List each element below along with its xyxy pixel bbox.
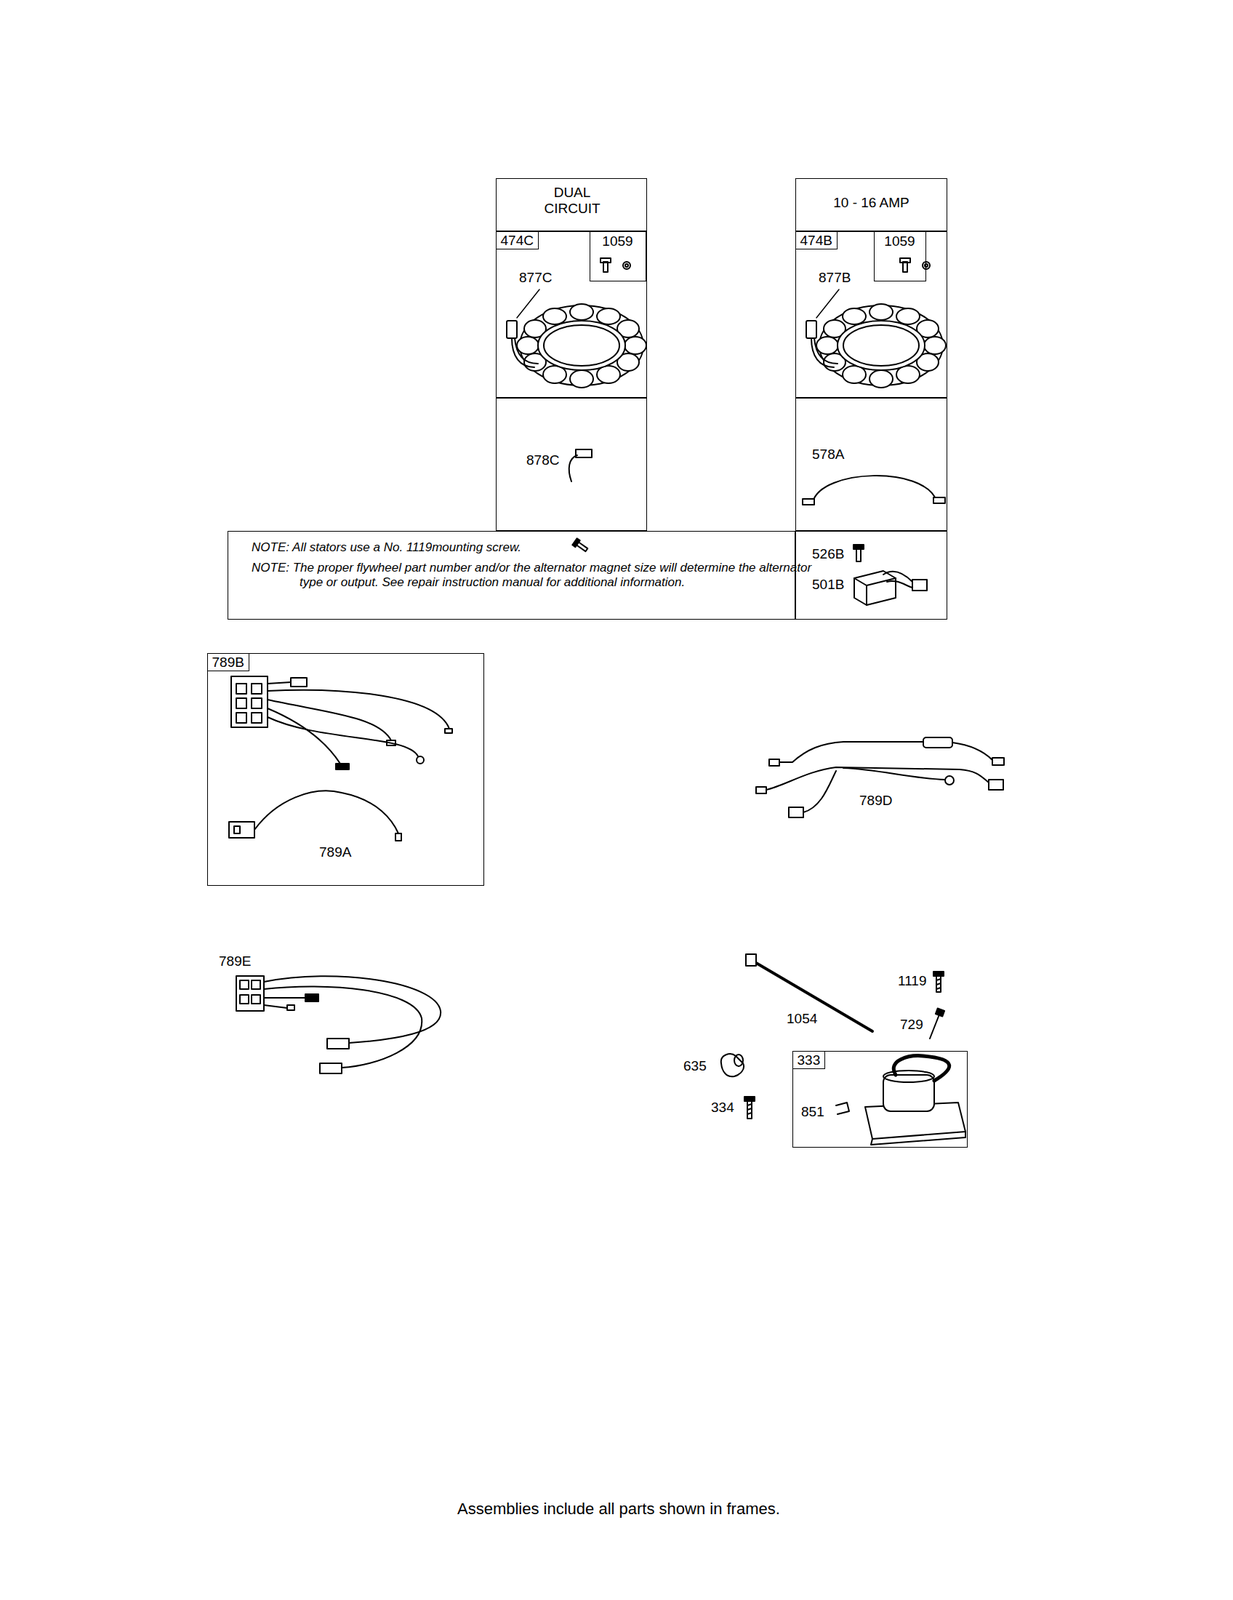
callout-number: 526B bbox=[812, 545, 845, 562]
assembly-number: 789B bbox=[207, 652, 250, 672]
column-header: DUAL CIRCUIT bbox=[495, 178, 648, 232]
note-box: NOTE: All stators use a No. 1119mounting… bbox=[227, 530, 796, 620]
assembly-frame: 474B 877B 1059 bbox=[795, 231, 948, 398]
wire-lead-illustration bbox=[569, 449, 592, 482]
callout-number: 878C bbox=[526, 452, 560, 469]
callout-number: 501B bbox=[812, 576, 845, 593]
stator-illustration bbox=[506, 258, 647, 388]
callout-number: 789D bbox=[857, 792, 894, 809]
callout-number: 877B bbox=[818, 269, 851, 286]
assembly-number: 1059 bbox=[590, 233, 646, 250]
screw-icon bbox=[933, 971, 944, 992]
regulator-illustration bbox=[853, 544, 927, 605]
assembly-frame: 474C 877C 1059 bbox=[495, 231, 648, 398]
assembly-number: 474B bbox=[795, 231, 838, 251]
callout-number: 635 bbox=[681, 1057, 709, 1074]
cable-tie-illustration bbox=[745, 953, 873, 1031]
header-text: DUAL CIRCUIT bbox=[535, 184, 609, 217]
callout-number: 1054 bbox=[785, 1010, 819, 1027]
part-cell: 578A bbox=[795, 397, 948, 531]
stator-illustration bbox=[806, 258, 946, 388]
screw-icon bbox=[572, 537, 589, 553]
callout-number: 877C bbox=[519, 269, 552, 286]
harness-illustration bbox=[236, 975, 441, 1074]
callout-number: 789A bbox=[319, 844, 352, 861]
part-cell: 526B 501B bbox=[795, 530, 948, 620]
callout-number: 789E bbox=[217, 953, 253, 970]
callout-number: 851 bbox=[801, 1103, 825, 1120]
hardware-frame: 1059 bbox=[873, 231, 927, 282]
screw-icon bbox=[744, 1096, 755, 1119]
note-text: NOTE: The proper flywheel part number an… bbox=[251, 560, 823, 591]
callout-number: 578A bbox=[812, 446, 845, 463]
callout-number: 729 bbox=[898, 1016, 925, 1033]
screw-icon bbox=[929, 1008, 945, 1039]
assembly-number: 333 bbox=[792, 1050, 826, 1070]
assembly-frame: 789B 789A bbox=[207, 652, 485, 886]
assembly-number: 1059 bbox=[874, 233, 926, 250]
header-text: 10 - 16 AMP bbox=[796, 194, 947, 211]
column-header: 10 - 16 AMP bbox=[795, 178, 948, 232]
note-text: NOTE: All stators use a No. 1119mounting… bbox=[251, 540, 823, 555]
hardware-frame: 1059 bbox=[589, 231, 647, 282]
harness-illustration bbox=[756, 737, 1004, 818]
boot-illustration bbox=[721, 1053, 744, 1076]
part-cell: 878C bbox=[495, 397, 648, 531]
ignition-coil-illustration bbox=[836, 1055, 966, 1145]
callout-number: 1119 bbox=[896, 972, 928, 989]
harness-illustration bbox=[229, 676, 453, 841]
caption-text: Assemblies include all parts shown in fr… bbox=[457, 1499, 781, 1518]
callout-number: 334 bbox=[709, 1099, 736, 1116]
wire-lead-illustration bbox=[802, 475, 946, 505]
assembly-frame: 333 851 bbox=[792, 1050, 968, 1148]
assembly-number: 474C bbox=[495, 231, 539, 251]
